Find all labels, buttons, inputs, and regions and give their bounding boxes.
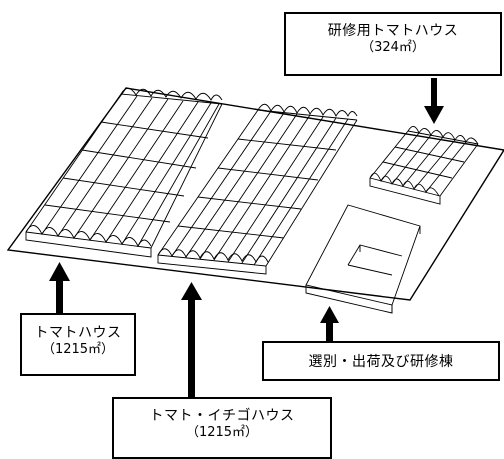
site-ground-plate — [6, 87, 504, 301]
tomato-house-area: （1215㎡） — [41, 342, 115, 357]
training-house-name: 研修用トマトハウス — [327, 23, 459, 39]
sorting-building-name: 選別・出荷及び研修棟 — [308, 354, 454, 370]
arrow-strawberry-house — [181, 282, 202, 397]
label-sorting-building: 選別・出荷及び研修棟 — [262, 341, 500, 381]
training-house-area: （324㎡） — [361, 40, 425, 55]
arrow-training-house — [424, 78, 444, 124]
tomato-strawberry-house-name: トマト・イチゴハウス — [149, 408, 295, 424]
greenhouse-training — [369, 126, 479, 205]
label-tomato-strawberry-house: トマト・イチゴハウス （1215㎡） — [112, 397, 332, 459]
arrow-sorting-building — [320, 306, 339, 341]
label-tomato-house: トマトハウス （1215㎡） — [20, 313, 136, 376]
arrow-tomato-house — [49, 262, 70, 313]
tomato-strawberry-house-area: （1215㎡） — [185, 425, 259, 440]
label-training-house: 研修用トマトハウス （324㎡） — [284, 12, 502, 76]
greenhouse-tomato — [25, 87, 223, 258]
tomato-house-name: トマトハウス — [34, 325, 122, 341]
sorting-building — [305, 204, 421, 314]
greenhouse-tomato-strawberry — [157, 103, 358, 275]
